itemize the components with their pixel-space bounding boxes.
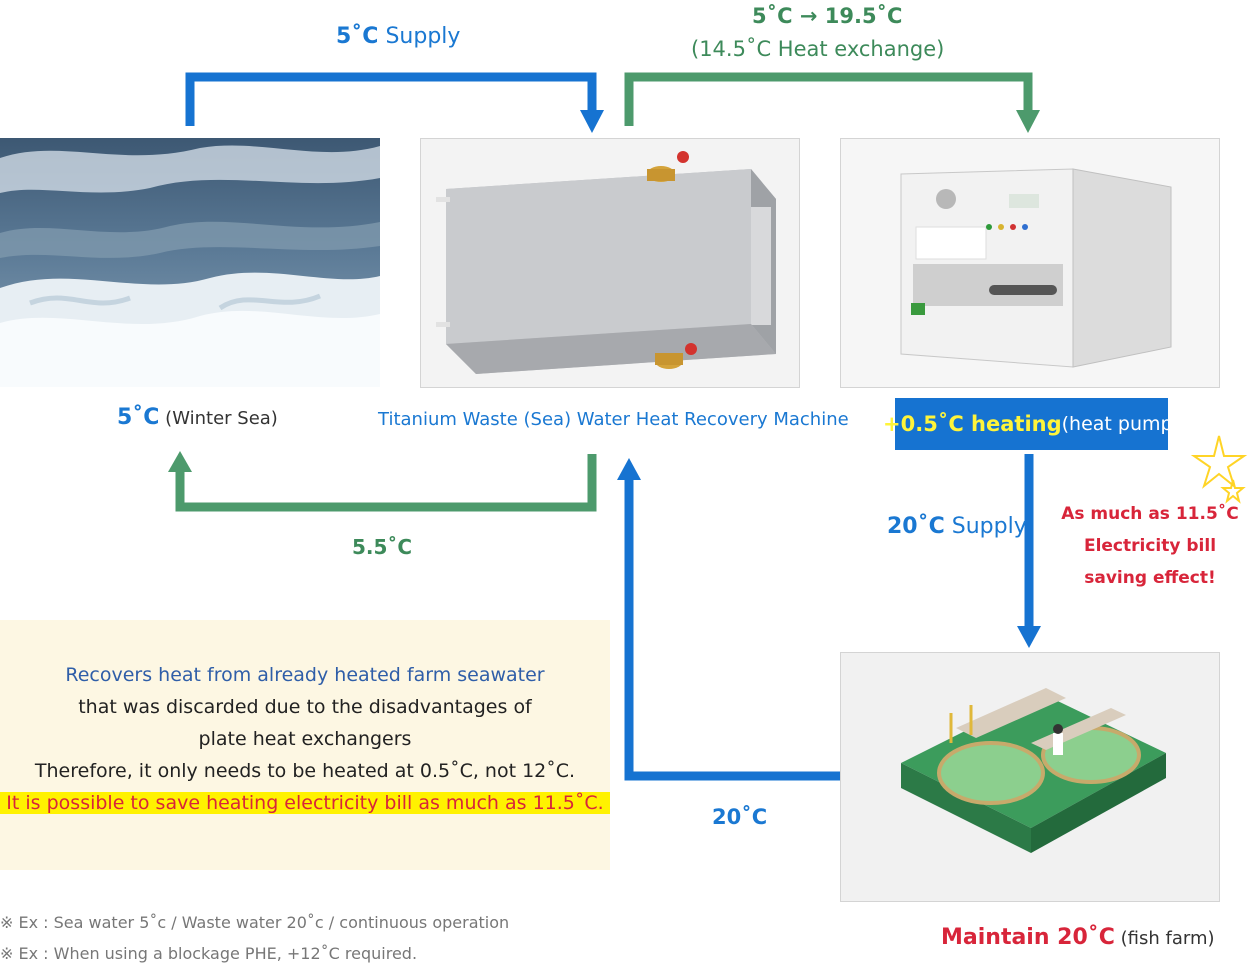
- footnote-2: ※ Ex : When using a blockage PHE, +12˚C …: [0, 944, 418, 963]
- saving-line2: Electricity bill: [1083, 536, 1217, 556]
- info-line-1: Recovers heat from already heated farm s…: [65, 664, 545, 686]
- fish-farm-image: [840, 652, 1220, 902]
- info-line-4: Therefore, it only needs to be heated at…: [34, 760, 576, 782]
- info-line-5-wrap: It is possible to save heating electrici…: [0, 792, 610, 814]
- arrowhead-heatpump-to-farm: [1017, 626, 1041, 648]
- supply-20c-text: Supply: [944, 514, 1027, 539]
- info-line-2: that was discarded due to the disadvanta…: [78, 696, 532, 718]
- maintain-text: (fish farm): [1114, 928, 1215, 949]
- winter-sea-image: [0, 138, 380, 387]
- winter-sea-text: (Winter Sea): [159, 408, 278, 429]
- heat-recovery-machine-image: [420, 138, 800, 388]
- heat-pump-image: [840, 138, 1220, 388]
- star-doodle-icon: [1190, 435, 1248, 504]
- arrow-machine-to-heatpump: [624, 72, 1033, 126]
- waste-water-20c-label: 20˚C: [712, 805, 768, 829]
- heating-text: (heat pump): [1061, 413, 1180, 435]
- maintain-bold: Maintain 20˚C: [941, 925, 1115, 950]
- info-line-5: It is possible to save heating electrici…: [0, 792, 610, 814]
- arrowhead-machine-to-heatpump: [1016, 110, 1040, 133]
- saving-line1: As much as 11.5˚C: [1061, 504, 1239, 524]
- arrow-machine-to-sea: [175, 454, 597, 512]
- heat-pump-badge: +0.5˚C heating (heat pump): [883, 398, 1180, 450]
- arrow-farm-to-machine: [624, 478, 840, 781]
- arrow-sea-to-machine: [185, 72, 597, 126]
- arrowhead-farm-to-machine: [617, 458, 641, 480]
- arrowhead-sea-to-machine: [580, 110, 604, 133]
- saving-line3: saving effect!: [1084, 568, 1216, 588]
- heat-exchange-label-line2: (14.5˚C Heat exchange): [691, 37, 945, 61]
- machine-name-label: Titanium Waste (Sea) Water Heat Recovery…: [378, 409, 849, 430]
- return-5-5c-label: 5.5˚C: [352, 535, 413, 559]
- fish-farm-label: Maintain 20˚C (fish farm): [941, 925, 1215, 950]
- winter-sea-temp: 5˚C: [117, 405, 160, 430]
- supply-20c-label: 20˚C Supply: [887, 514, 1027, 539]
- supply-20c-temp: 20˚C: [887, 514, 945, 539]
- arrowhead-machine-to-sea: [168, 451, 192, 472]
- info-line-3: plate heat exchangers: [198, 728, 412, 750]
- supply-5c-temp: 5˚C: [336, 24, 379, 49]
- winter-sea-label: 5˚C (Winter Sea): [117, 405, 278, 430]
- info-box: Recovers heat from already heated farm s…: [0, 620, 610, 870]
- supply-5c-text: Supply: [378, 24, 461, 49]
- supply-5c-label: 5˚C Supply: [336, 24, 460, 49]
- heating-bold: +0.5˚C heating: [883, 412, 1062, 436]
- heat-exchange-label-line1: 5˚C → 19.5˚C: [752, 4, 903, 28]
- footnote-1: ※ Ex : Sea water 5˚c / Waste water 20˚c …: [0, 913, 510, 932]
